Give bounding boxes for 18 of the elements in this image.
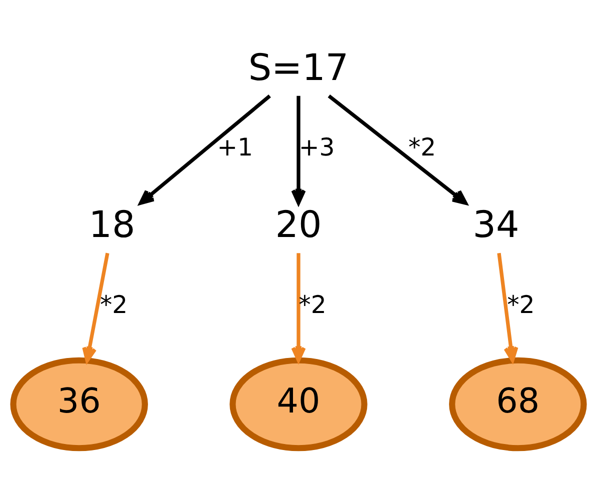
edge-label: *2: [408, 132, 436, 162]
node-text: 34: [472, 203, 520, 246]
edge-label: *2: [100, 290, 128, 319]
node-ellipse: 68: [449, 357, 587, 452]
edge-label: *2: [507, 290, 535, 319]
edge-label: +3: [298, 132, 335, 162]
arrow: [82, 252, 110, 362]
arrow: [291, 96, 306, 205]
node-text: S=17: [248, 46, 349, 90]
arrow: [328, 94, 468, 205]
arrow: [497, 252, 518, 362]
node-text: 18: [88, 203, 136, 246]
node-text: 20: [275, 203, 322, 246]
node-ellipse: 40: [230, 357, 368, 452]
edge-label: +1: [217, 132, 254, 162]
arrow: [138, 94, 271, 205]
node-ellipse: 36: [10, 357, 148, 452]
arrow: [291, 253, 306, 362]
